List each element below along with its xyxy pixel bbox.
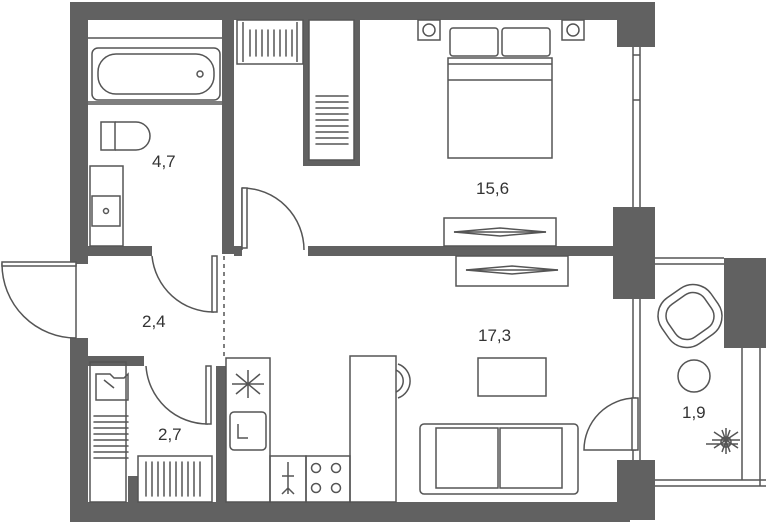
area-label-bathroom: 4,7 bbox=[152, 152, 176, 171]
closet-door bbox=[145, 365, 209, 425]
dining-table bbox=[477, 357, 547, 397]
bed bbox=[447, 57, 553, 159]
kitchen-sink bbox=[229, 411, 267, 451]
washing-machine bbox=[95, 372, 129, 401]
area-label-bedroom: 15,6 bbox=[476, 179, 509, 198]
bedroom-door bbox=[241, 187, 305, 251]
nightstand-right bbox=[561, 19, 585, 41]
area-label-balcony: 1,9 bbox=[682, 403, 706, 422]
radiator-bedroom-right bbox=[315, 95, 349, 145]
area-label-living-kitchen: 17,3 bbox=[478, 326, 511, 345]
stove bbox=[305, 455, 351, 503]
radiator-closet-left bbox=[93, 415, 129, 459]
bathroom-door bbox=[151, 255, 215, 313]
area-label-hallway: 2,4 bbox=[142, 312, 166, 331]
potted-plant bbox=[706, 428, 740, 454]
walls bbox=[70, 2, 766, 522]
doors bbox=[1, 187, 639, 451]
balcony-door bbox=[583, 397, 637, 451]
range-hood bbox=[232, 370, 264, 398]
side-table bbox=[677, 359, 711, 393]
bar-stool bbox=[395, 363, 411, 399]
sofa bbox=[419, 423, 579, 495]
room-labels: 4,7 15,6 2,4 17,3 2,7 1,9 bbox=[142, 152, 706, 444]
entrance-door bbox=[1, 263, 77, 339]
interior-lines bbox=[75, 19, 766, 487]
bedroom-dresser bbox=[443, 217, 557, 247]
radiator-closet-bottom bbox=[145, 461, 201, 497]
fixtures bbox=[89, 19, 740, 503]
kitchen-counter bbox=[225, 357, 271, 503]
area-label-laundry-closet: 2,7 bbox=[158, 425, 182, 444]
bathroom-sink bbox=[91, 195, 121, 227]
bathtub bbox=[91, 47, 221, 101]
bar-counter bbox=[349, 355, 397, 503]
tv-console bbox=[455, 255, 569, 287]
nightstand-left bbox=[417, 19, 441, 41]
armchair bbox=[657, 283, 723, 349]
radiator-bedroom-top bbox=[249, 29, 293, 57]
toilet bbox=[100, 121, 116, 151]
